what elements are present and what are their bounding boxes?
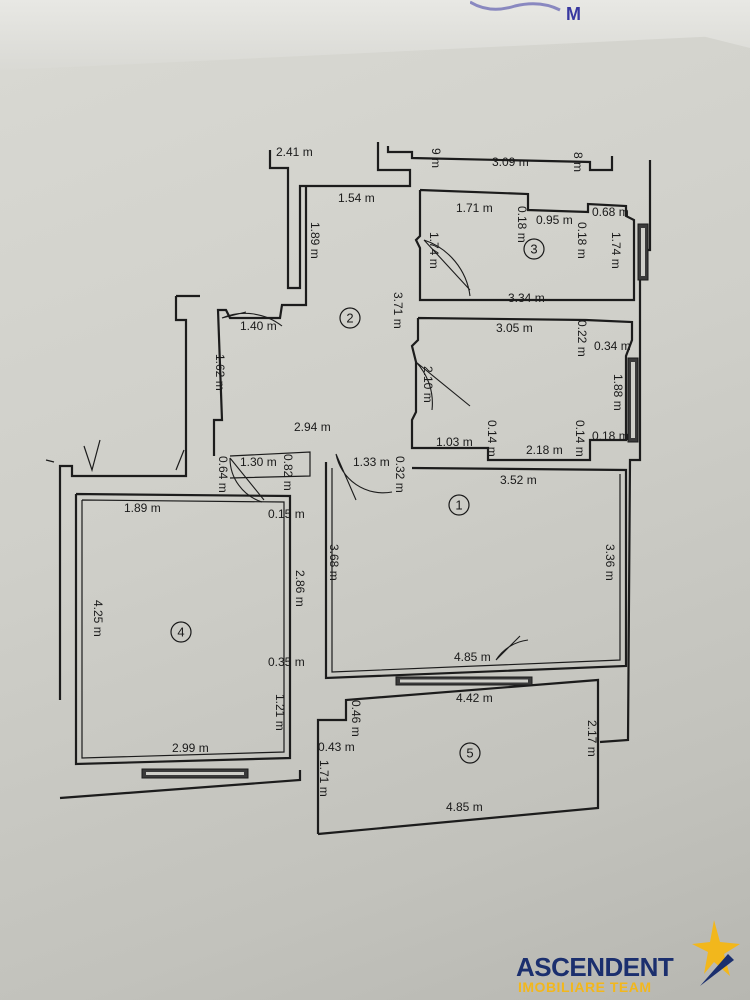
dim-034: 0.34 m: [594, 339, 631, 353]
dim-352: 3.52 m: [500, 473, 537, 487]
stamp-mark: M: [470, 0, 581, 24]
dim-133: 1.33 m: [353, 455, 390, 469]
left-ticks: [45, 459, 55, 463]
dim-154: 1.54 m: [338, 191, 375, 205]
dim-425: 4.25 m: [91, 600, 105, 637]
room1-number: 1: [455, 498, 462, 513]
room3-number: 3: [530, 242, 537, 257]
room2-wall: [212, 186, 308, 456]
dim-334: 3.34 m: [508, 291, 545, 305]
dim-121: 1.21 m: [273, 694, 287, 731]
room-mid-wall: [410, 316, 634, 462]
dim-218: 2.18 m: [526, 443, 563, 457]
dim-174b: 1.74 m: [609, 232, 623, 269]
dim-140: 1.40 m: [240, 319, 277, 333]
dim-068: 0.68 m: [592, 205, 629, 219]
room1-inner-line: [331, 468, 621, 673]
dim-9: 9 m: [429, 148, 443, 168]
dim-014a: 0.14 m: [485, 420, 499, 457]
dim-103: 1.03 m: [436, 435, 473, 449]
dim-014b: 0.14 m: [573, 420, 587, 457]
dim-022: 0.22 m: [575, 320, 589, 357]
dim-299: 2.99 m: [172, 741, 209, 755]
outer-wall-bottom: [59, 770, 302, 800]
room4-wall: [74, 492, 292, 766]
outer-wall-right: [599, 160, 652, 744]
dim-8: 8 m: [571, 152, 585, 172]
dim-095: 0.95 m: [536, 213, 573, 227]
dim-294: 2.94 m: [294, 420, 331, 434]
dim-162: 1.62 m: [213, 354, 227, 391]
dim-286: 2.86 m: [293, 570, 307, 607]
dim-241: 2.41 m: [276, 145, 313, 159]
room3-wall: [414, 188, 636, 302]
room2-circle: [339, 307, 361, 329]
room4-circle: [170, 621, 192, 643]
dim-485b: 4.85 m: [446, 800, 483, 814]
dim-043: 0.43 m: [318, 740, 355, 754]
dim-174a: 1.74 m: [427, 232, 441, 269]
stamp-letter: M: [566, 4, 581, 24]
dim-189b: 1.89 m: [124, 501, 161, 515]
dim-018a: 0.18 m: [515, 206, 529, 243]
door-room1: [335, 453, 393, 501]
brand-team: IMOBILIARE TEAM: [518, 979, 652, 995]
room3-circle: [523, 238, 545, 260]
dim-064: 0.64 m: [216, 456, 230, 493]
outer-wall-top: [268, 142, 412, 290]
dim-018c: 0.18 m: [592, 429, 629, 443]
dim-189a: 1.89 m: [308, 222, 322, 259]
dim-217: 2.17 m: [585, 720, 599, 757]
room5-circle: [459, 742, 481, 764]
dim-188: 1.88 m: [611, 374, 625, 411]
dim-032: 0.32 m: [393, 456, 407, 493]
dim-171b: 1.71 m: [317, 760, 331, 797]
room5-number: 5: [466, 746, 473, 761]
dim-130: 1.30 m: [240, 455, 277, 469]
dim-371: 3.71 m: [391, 292, 405, 329]
door-balcony: [495, 635, 529, 661]
room1-circle: [448, 494, 470, 516]
room4-number: 4: [177, 625, 184, 640]
hall-inner-line: [229, 451, 311, 479]
dim-015: 0.15 m: [268, 507, 305, 521]
dim-082: 0.82 m: [281, 454, 295, 491]
dim-368: 3.68 m: [327, 544, 341, 581]
brand-name: ASCENDENT: [516, 952, 674, 982]
dim-035: 0.35 m: [268, 655, 305, 669]
dim-305: 3.05 m: [496, 321, 533, 335]
room5-wall: [316, 678, 600, 836]
dim-046: 0.46 m: [349, 700, 363, 737]
dim-018b: 0.18 m: [575, 222, 589, 259]
dim-309: 3.09 m: [492, 155, 529, 169]
brand-logo: ASCENDENT IMOBILIARE TEAM: [514, 920, 740, 996]
door-mid-room: [415, 361, 471, 411]
outer-wall-top-right: [386, 146, 614, 172]
room4-inner-wall: [81, 499, 285, 759]
dim-336: 3.36 m: [603, 544, 617, 581]
dim-210: 2.10 m: [421, 366, 435, 403]
hall-marks: [83, 439, 185, 473]
room1-wall: [324, 462, 628, 680]
dim-442: 4.42 m: [456, 691, 493, 705]
door-room4: [229, 457, 265, 503]
door-room2: [221, 311, 283, 327]
dim-171: 1.71 m: [456, 201, 493, 215]
hall-left-wall: [58, 296, 188, 700]
star-arrow-icon: [692, 920, 740, 986]
door-room3: [423, 239, 471, 297]
room2-number: 2: [346, 311, 353, 326]
dim-485a: 4.85 m: [454, 650, 491, 664]
